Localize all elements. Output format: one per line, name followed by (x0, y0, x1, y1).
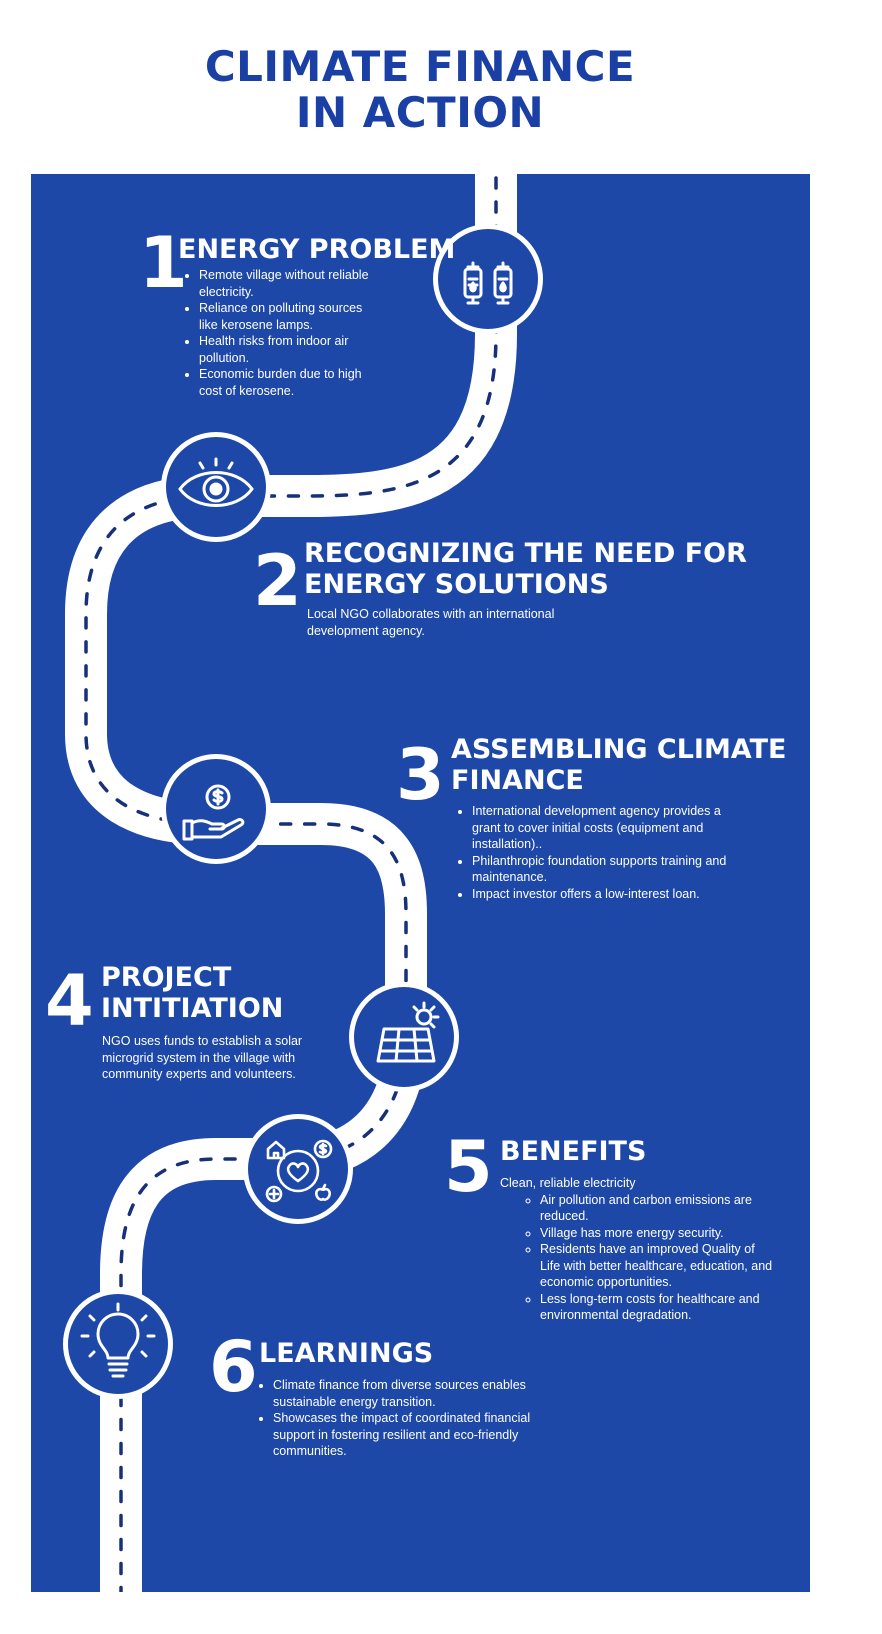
list-item: Philanthropic foundation supports traini… (472, 853, 737, 886)
kerosene-lamps-icon (433, 224, 543, 334)
list-item: Air pollution and carbon emissions are r… (540, 1192, 775, 1225)
page-title: CLIMATE FINANCE IN ACTION (0, 44, 840, 136)
list-item: Remote village without reliable electric… (199, 267, 379, 300)
list-item: International development agency provide… (472, 803, 737, 853)
step-3-body: International development agency provide… (452, 803, 737, 902)
eye-icon (161, 432, 271, 542)
step-2-heading-line-1: RECOGNIZING THE NEED FOR (304, 538, 747, 569)
step-6-number: 6 (209, 1326, 258, 1408)
step-5-number: 5 (444, 1126, 493, 1208)
title-line-1: CLIMATE FINANCE (204, 42, 636, 91)
step-5-intro: Clean, reliable electricity (500, 1176, 636, 1190)
list-item: Village has more energy security. (540, 1225, 775, 1242)
step-2-heading-line-2: ENERGY SOLUTIONS (304, 569, 609, 600)
step-5-body: Clean, reliable electricity Air pollutio… (500, 1175, 775, 1324)
step-3-heading-line-1: ASSEMBLING CLIMATE (451, 734, 787, 765)
step-5-heading: BENEFITS (500, 1136, 646, 1167)
step-4-heading: PROJECT INTITIATION (101, 962, 283, 1024)
step-6-heading: LEARNINGS (259, 1338, 433, 1369)
list-item: Health risks from indoor air pollution. (199, 333, 379, 366)
step-2-number: 2 (253, 540, 302, 622)
step-1-body: Remote village without reliable electric… (179, 267, 379, 399)
step-6-body: Climate finance from diverse sources ena… (253, 1377, 533, 1460)
step-6-heading-line: LEARNINGS (259, 1338, 434, 1369)
step-4-heading-line-1: PROJECT (101, 962, 232, 993)
step-2-text: Local NGO collaborates with an internati… (307, 607, 555, 638)
step-1-number: 1 (139, 222, 188, 304)
step-4-number: 4 (45, 960, 94, 1042)
list-item: Impact investor offers a low-interest lo… (472, 886, 737, 903)
hand-coin-icon (161, 754, 271, 864)
title-line-2: IN ACTION (295, 88, 545, 137)
step-1-heading: ENERGY PROBLEM (178, 234, 455, 265)
solar-panel-icon (349, 982, 459, 1092)
step-4-body: NGO uses funds to establish a solar micr… (102, 1033, 327, 1083)
step-4-heading-line-2: INTITIATION (101, 993, 284, 1024)
step-5-heading-line: BENEFITS (500, 1136, 647, 1167)
step-3-number: 3 (396, 734, 445, 816)
lightbulb-icon (63, 1289, 173, 1399)
step-2-body: Local NGO collaborates with an internati… (307, 606, 567, 639)
list-item: Residents have an improved Quality of Li… (540, 1241, 775, 1291)
list-item: Less long-term costs for healthcare and … (540, 1291, 775, 1324)
list-item: Economic burden due to high cost of kero… (199, 366, 379, 399)
infographic-panel: 1 ENERGY PROBLEM Remote village without … (31, 174, 810, 1592)
step-4-text: NGO uses funds to establish a solar micr… (102, 1034, 303, 1081)
step-3-heading-line-2: FINANCE (451, 765, 584, 796)
list-item: Showcases the impact of coordinated fina… (273, 1410, 533, 1460)
step-3-heading: ASSEMBLING CLIMATE FINANCE (451, 734, 786, 796)
step-1-heading-line: ENERGY PROBLEM (178, 234, 456, 265)
list-item: Reliance on polluting sources like keros… (199, 300, 379, 333)
step-2-heading: RECOGNIZING THE NEED FOR ENERGY SOLUTION… (304, 538, 747, 600)
list-item: Climate finance from diverse sources ena… (273, 1377, 533, 1410)
community-benefits-icon (243, 1114, 353, 1224)
